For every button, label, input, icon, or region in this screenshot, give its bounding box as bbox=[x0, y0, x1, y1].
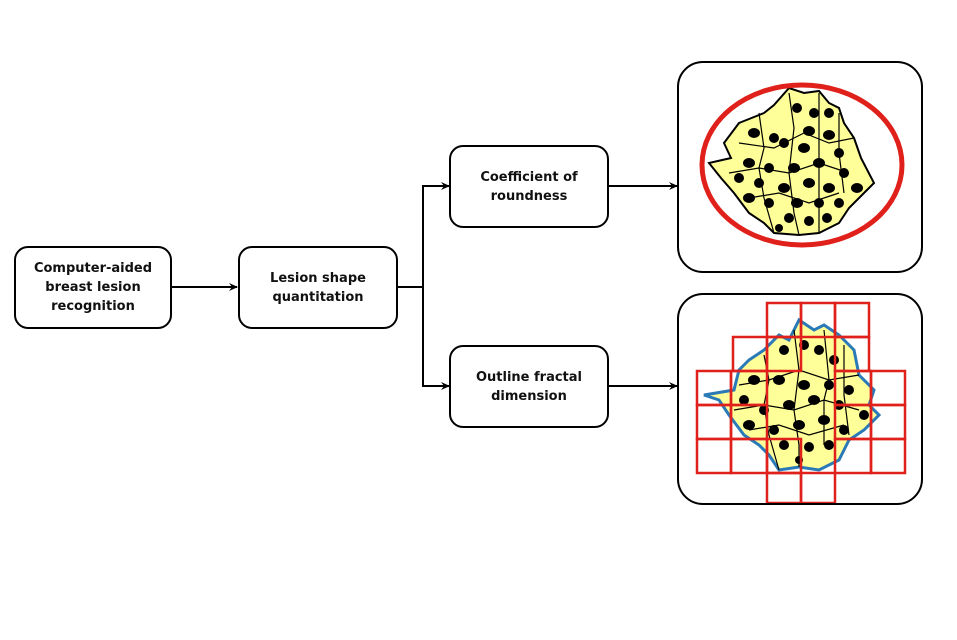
node-roundness-label: Coefficient of roundness bbox=[480, 169, 578, 204]
roundness-circle bbox=[699, 82, 905, 248]
node-quantitation-label: Lesion shape quantitation bbox=[270, 270, 366, 305]
roundness-figure bbox=[699, 82, 905, 248]
box-counting-grid bbox=[695, 301, 907, 503]
fractal-figure bbox=[695, 301, 907, 503]
node-roundness: Coefficient of roundness bbox=[449, 145, 609, 228]
cell-nuclei bbox=[739, 340, 869, 464]
arrow-quantitation-to-fractal bbox=[422, 287, 450, 390]
node-recognition: Computer-aided breast lesion recognition bbox=[14, 246, 172, 329]
fractal-illustration bbox=[677, 293, 923, 505]
roundness-illustration bbox=[677, 61, 923, 273]
node-fractal-label: Outline fractal dimension bbox=[475, 369, 583, 404]
arrow-quantitation-to-roundness bbox=[397, 182, 450, 288]
node-recognition-label: Computer-aided breast lesion recognition bbox=[33, 261, 153, 314]
lesion-cells bbox=[707, 86, 876, 237]
node-fractal: Outline fractal dimension bbox=[449, 345, 609, 428]
cell-nuclei bbox=[734, 103, 863, 232]
node-quantitation: Lesion shape quantitation bbox=[238, 246, 398, 329]
